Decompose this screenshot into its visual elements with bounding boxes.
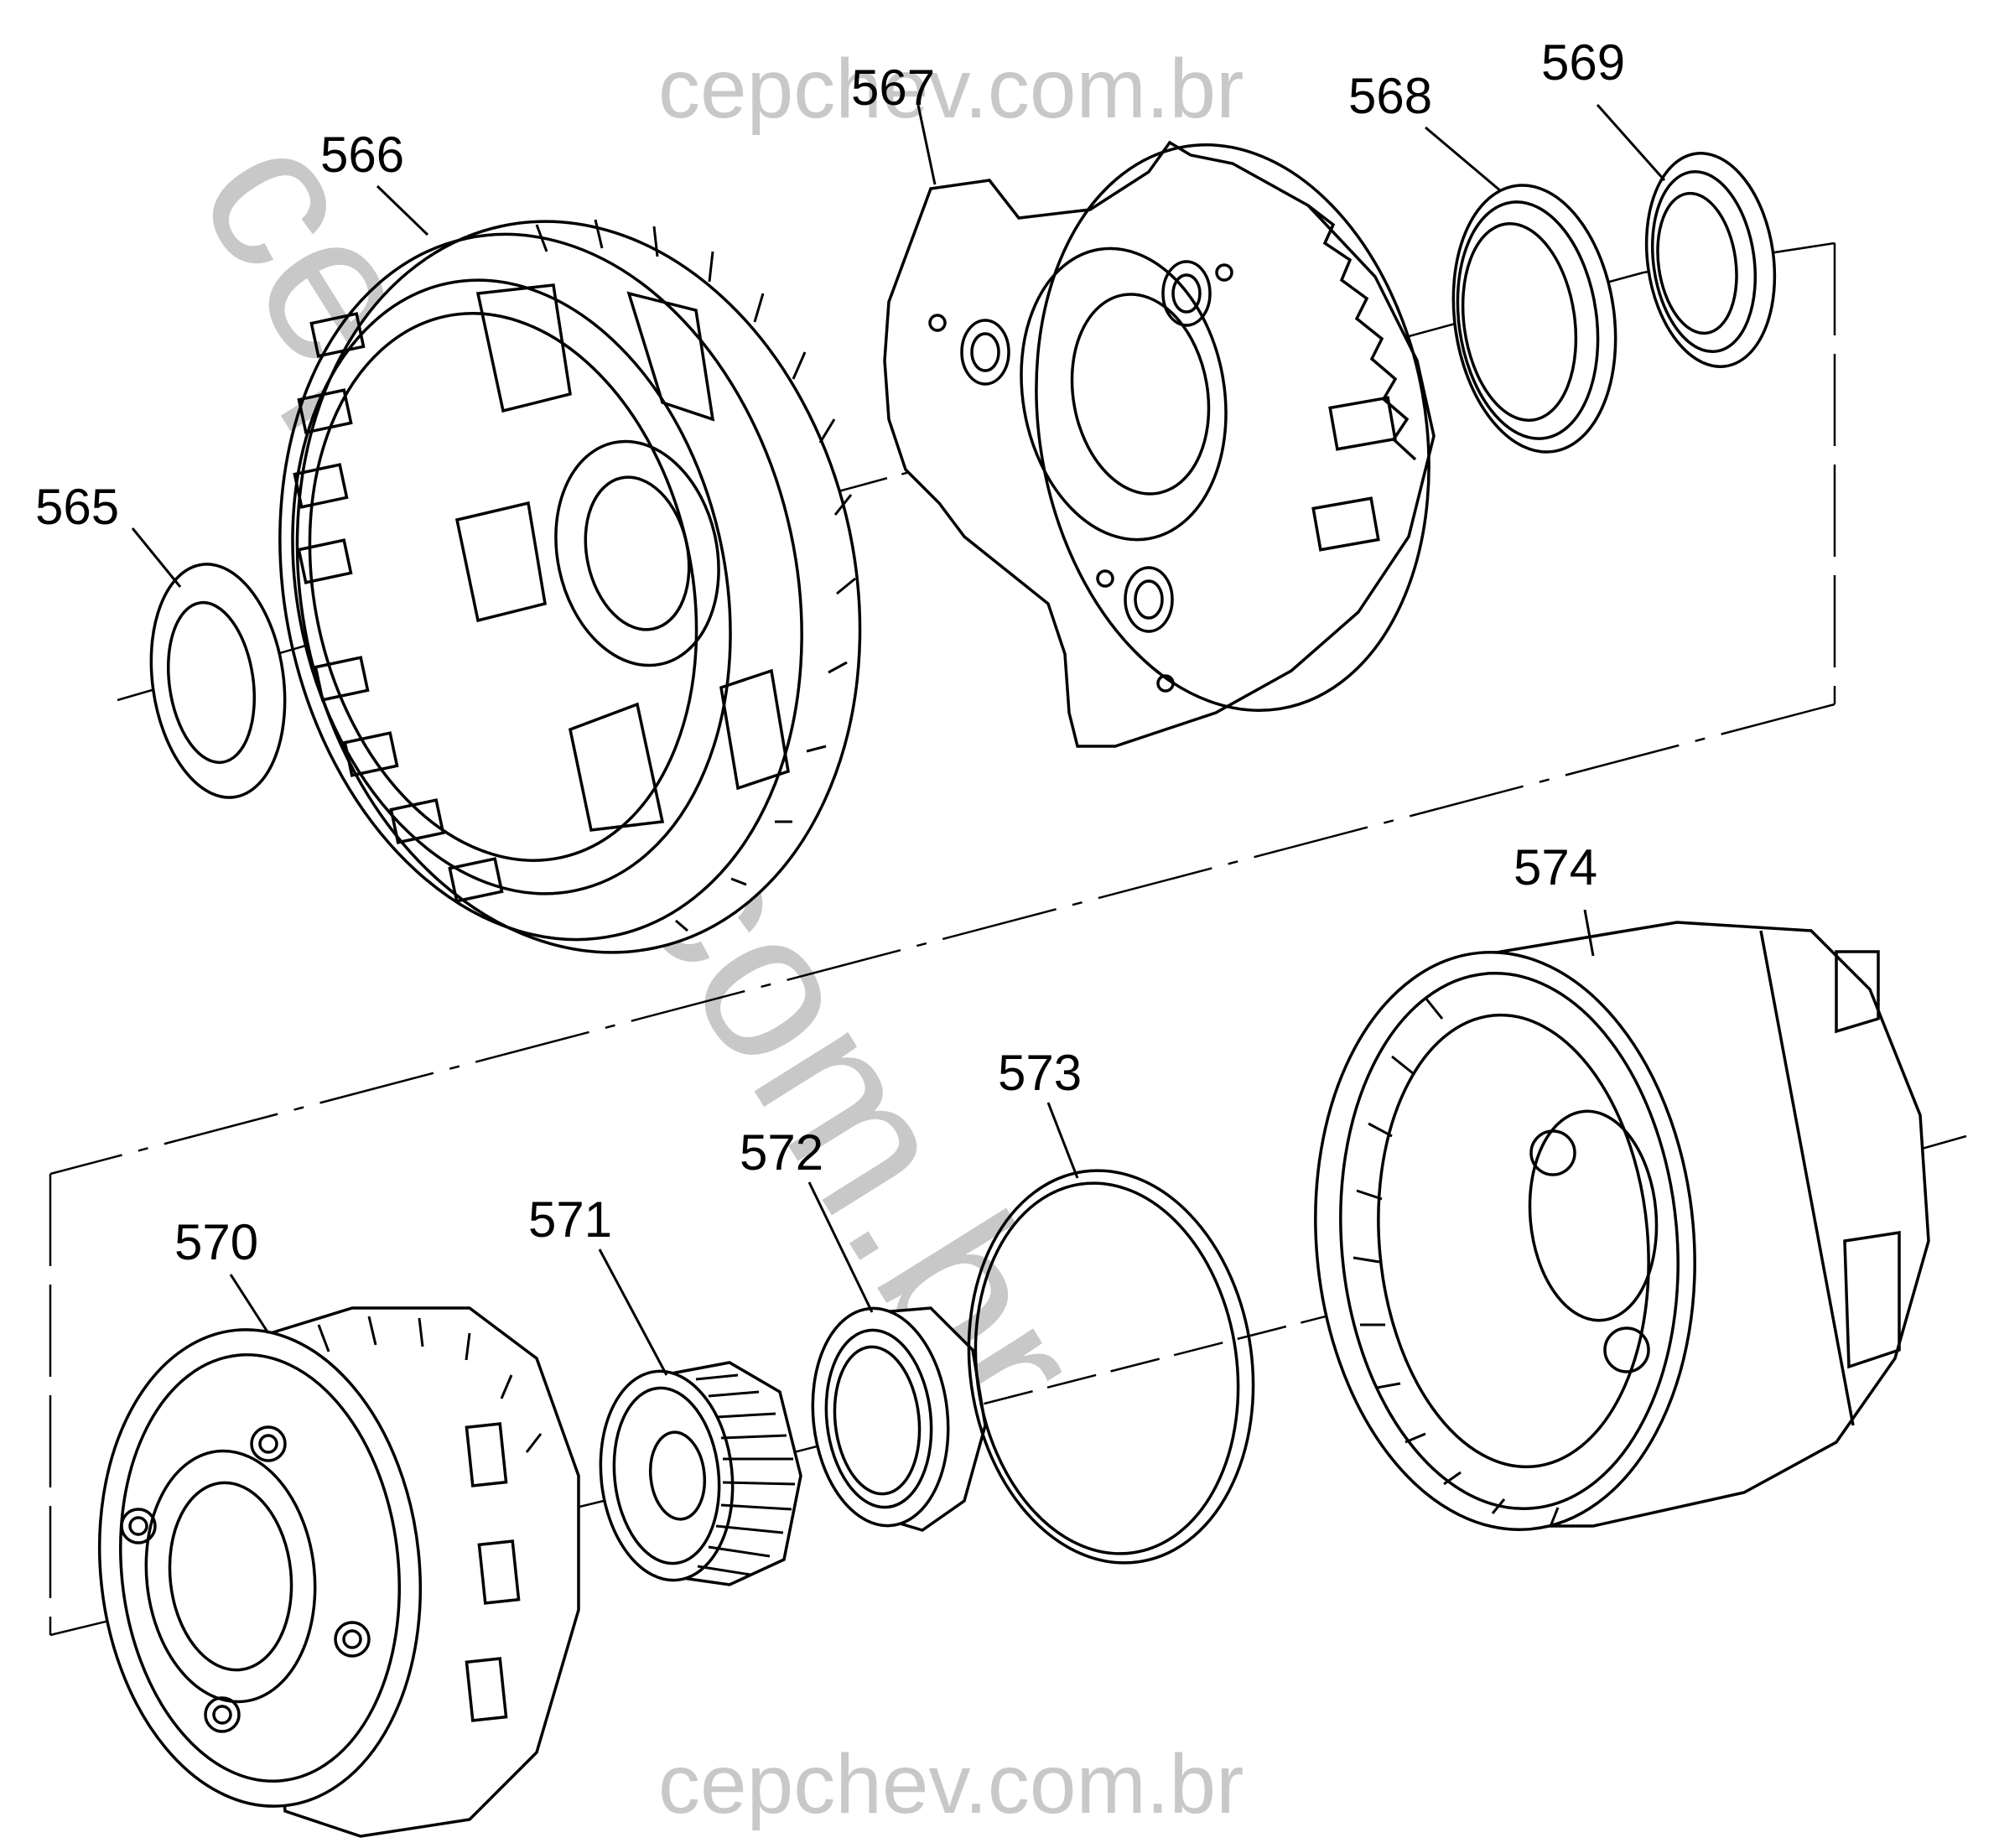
part-565-washer	[149, 563, 287, 799]
drum-splines	[535, 219, 856, 932]
label-567: 567	[851, 60, 935, 116]
part-573-snap-ring	[967, 1169, 1255, 1565]
part-572-bearing	[811, 1306, 987, 1532]
leader-lines	[131, 104, 1666, 1376]
part-labels: 565 566 567 568 569 570 571 572 573 574	[35, 34, 1625, 1270]
part-571-sun-gear	[599, 1361, 802, 1586]
part-574-ring-gear-housing	[1314, 921, 1930, 1531]
watermark-top: cepchev.com.br	[658, 42, 1244, 136]
part-569-washer	[1644, 152, 1777, 368]
label-571: 571	[528, 1191, 612, 1248]
part-566-clutch-drum	[278, 219, 862, 954]
label-569: 569	[1541, 34, 1625, 91]
part-568-bearing	[1451, 184, 1617, 454]
sun-gear-teeth	[695, 1373, 796, 1576]
label-572: 572	[740, 1124, 823, 1181]
part-567-carrier-plate	[883, 140, 1436, 748]
label-574: 574	[1514, 839, 1597, 895]
label-570: 570	[174, 1214, 258, 1270]
drum-inner-lugs	[293, 312, 504, 903]
label-568: 568	[1348, 68, 1432, 124]
watermark-bottom: cepchev.com.br	[658, 1737, 1244, 1831]
label-573: 573	[998, 1045, 1082, 1101]
ring-gear-teeth	[1353, 997, 1560, 1525]
label-566: 566	[320, 127, 404, 183]
part-570-planet-carrier	[97, 1306, 580, 1838]
label-565: 565	[35, 479, 119, 535]
carrier-teeth	[317, 1316, 543, 1453]
